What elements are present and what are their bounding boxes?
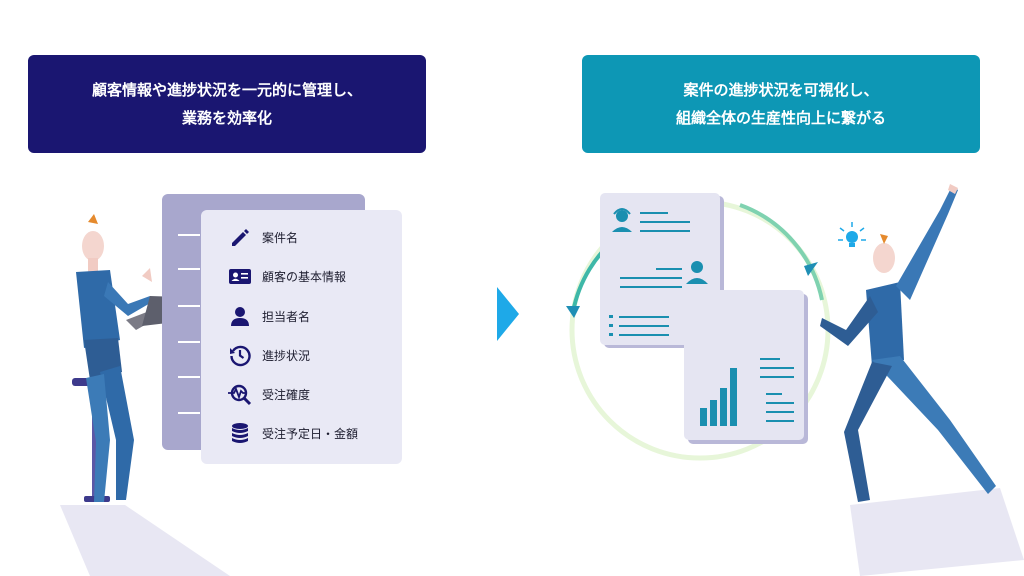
feature-label: 進捗状況 xyxy=(262,348,311,363)
feature-label: 顧客の基本情報 xyxy=(262,269,347,284)
feature-label: 受注予定日・金額 xyxy=(262,426,359,441)
floor-shadow xyxy=(60,505,230,576)
celebrating-person xyxy=(820,184,996,502)
feature-item: 案件名 xyxy=(228,225,298,249)
feature-label: 担当者名 xyxy=(262,309,311,324)
left-banner-line1: 顧客情報や進捗状況を一元的に管理し、 xyxy=(91,81,362,99)
feature-label: 受注確度 xyxy=(262,387,311,402)
card-divider xyxy=(178,412,200,414)
report-document xyxy=(684,290,808,444)
cycle-arrow-icon xyxy=(804,262,818,276)
cycle-arc xyxy=(739,203,824,301)
right-banner-line2: 組織全体の生産性向上に繋がる xyxy=(675,109,886,127)
lightbulb-icon xyxy=(838,222,866,247)
right-banner: 案件の進捗状況を可視化し、 組織全体の生産性向上に繋がる xyxy=(582,55,980,153)
id-card-icon xyxy=(228,264,252,288)
feature-item: 受注予定日・金額 xyxy=(228,421,358,445)
person-icon xyxy=(228,304,252,328)
left-banner: 顧客情報や進捗状況を一元的に管理し、 業務を効率化 xyxy=(28,55,426,153)
feature-label: 案件名 xyxy=(262,230,299,245)
magnifier-chart-icon xyxy=(228,382,252,406)
feature-item: 顧客の基本情報 xyxy=(228,264,346,288)
database-icon xyxy=(228,421,252,445)
floor-shadow xyxy=(850,488,1024,576)
card-divider xyxy=(178,234,200,236)
card-divider xyxy=(178,376,200,378)
feature-item: 進捗状況 xyxy=(228,343,310,367)
card-divider xyxy=(178,305,200,307)
feature-card xyxy=(201,210,402,464)
feature-item: 担当者名 xyxy=(228,304,310,328)
next-arrow-icon xyxy=(497,287,519,341)
right-banner-line1: 案件の進捗状況を可視化し、 xyxy=(683,81,879,99)
feature-item: 受注確度 xyxy=(228,382,310,406)
card-divider xyxy=(178,268,200,270)
clock-history-icon xyxy=(228,343,252,367)
cycle-arrow-icon xyxy=(566,306,580,318)
left-banner-line2: 業務を効率化 xyxy=(181,109,272,127)
card-divider xyxy=(178,341,200,343)
pencil-icon xyxy=(228,225,252,249)
